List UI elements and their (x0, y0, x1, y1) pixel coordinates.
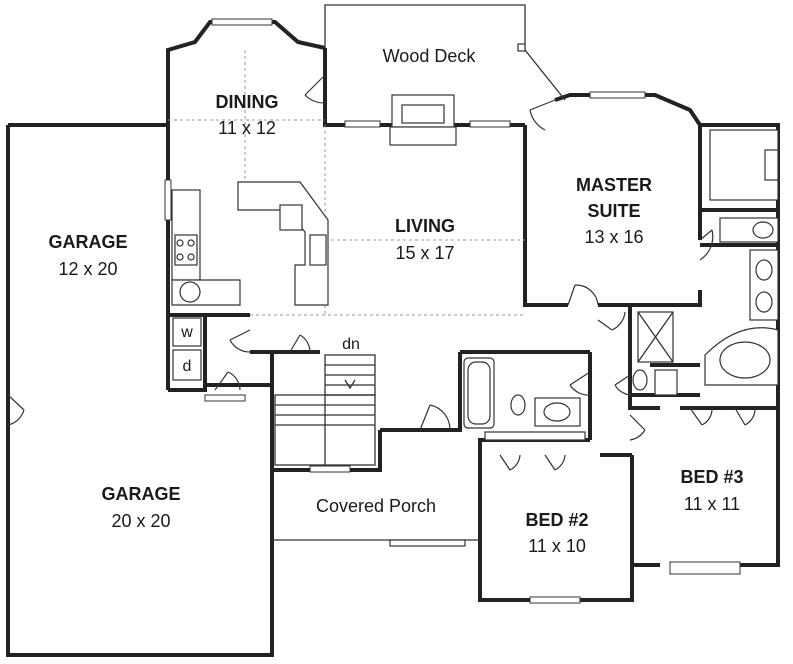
lazy-susan (179, 281, 201, 303)
stairs-down-label: dn (342, 336, 360, 353)
garage-large-label: GARAGE (101, 484, 180, 504)
stairs (274, 354, 376, 466)
living-size: 15 x 17 (395, 243, 454, 263)
washer (172, 317, 202, 347)
master-label-line1: MASTER (576, 175, 652, 195)
toilet (510, 394, 526, 416)
bed3-label: BED #3 (680, 467, 743, 487)
kitchen-island (237, 181, 329, 306)
covered-porch-outline (272, 539, 480, 547)
living-label: LIVING (395, 216, 455, 236)
doors (7, 74, 756, 471)
garage-large-size: 20 x 20 (111, 511, 170, 531)
room-labels: Wood Deck DINING 11 x 12 LIVING 15 x 17 … (48, 46, 743, 556)
master-label-line2: SUITE (587, 201, 640, 221)
dining-label: DINING (216, 92, 279, 112)
bed2-label: BED #2 (525, 510, 588, 530)
master-bath (632, 129, 779, 396)
bed3-size: 11 x 11 (684, 494, 740, 514)
dryer-label: d (183, 358, 192, 375)
wood-deck (324, 4, 566, 146)
covered-porch-label: Covered Porch (316, 496, 436, 516)
dryer (172, 349, 202, 381)
bed2-size: 11 x 10 (528, 536, 586, 556)
master-size: 13 x 16 (584, 227, 643, 247)
dashed-openings (168, 50, 525, 316)
kitchen-sink (279, 204, 303, 231)
garage-small-size: 12 x 20 (58, 259, 117, 279)
stairs-arrow-icon (344, 379, 356, 390)
dining-size: 11 x 12 (218, 118, 276, 138)
wood-deck-label: Wood Deck (383, 46, 477, 66)
garage-small-label: GARAGE (48, 232, 127, 252)
kitchen-fixtures (171, 181, 329, 306)
laundry (172, 317, 202, 381)
stove (174, 234, 198, 266)
washer-label: w (180, 324, 193, 341)
windows (164, 18, 741, 604)
hall-bath (463, 357, 586, 441)
